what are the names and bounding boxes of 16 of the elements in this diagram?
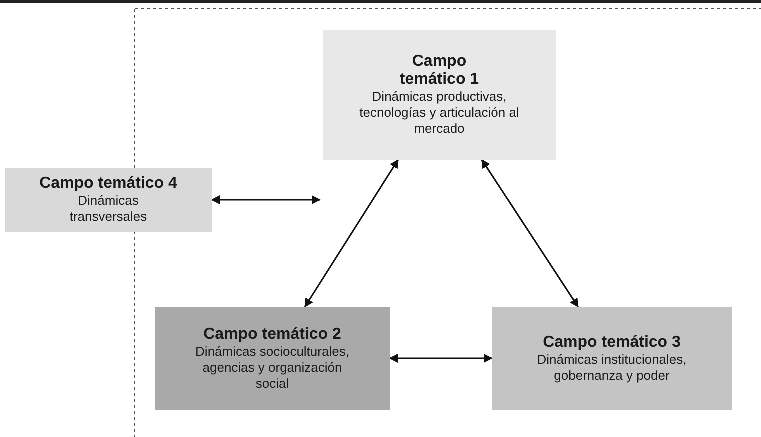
double-arrow [211, 196, 321, 204]
topic-box [323, 30, 556, 160]
box-heading: Campo temático 1 [398, 53, 480, 89]
box-heading: Campo temático 2 [204, 326, 342, 344]
double-arrow [304, 159, 399, 308]
box-description: Dinámicas transversales [68, 193, 148, 225]
topic-box [155, 307, 390, 410]
box-description: Dinámicas productivas, tecnologías y articulación al mercado [358, 89, 520, 137]
topic-box [5, 168, 212, 232]
box-heading: Campo temático 4 [40, 175, 178, 193]
double-arrow [481, 159, 579, 308]
topic-box [492, 307, 732, 410]
box-heading: Campo temático 3 [543, 334, 681, 352]
double-arrow [389, 354, 493, 363]
box-description: Dinámicas institucionales, gobernanza y poder [536, 352, 688, 384]
box-description: Dinámicas socioculturales, agencias y organización social [194, 344, 350, 392]
